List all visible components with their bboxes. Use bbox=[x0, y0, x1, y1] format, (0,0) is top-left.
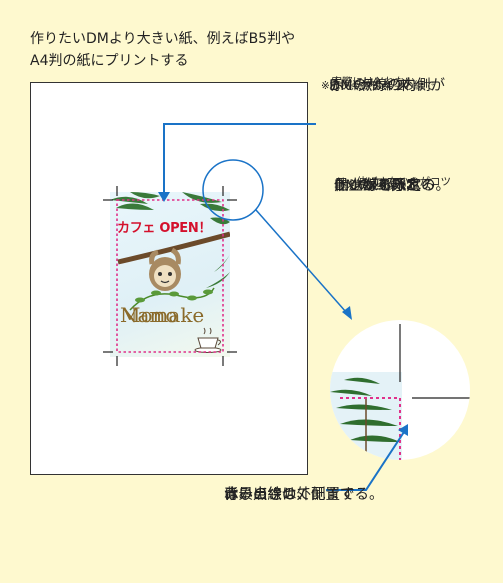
note-bleed-line-3: はみ出させて配置する。 bbox=[224, 487, 384, 503]
sloth-icon bbox=[149, 247, 181, 291]
logo-line-2: Mono bbox=[120, 303, 178, 327]
note-red-line-sub-1: ※赤い点線は架空の線で bbox=[321, 80, 435, 92]
zoom-circle-small bbox=[202, 159, 264, 221]
magnifier-connector-arrow bbox=[255, 209, 352, 320]
note-trim-line-4: 黒い線を入れる。 bbox=[334, 178, 450, 194]
title-line-2: A4判の紙にプリントする bbox=[30, 53, 189, 69]
note-trim-sub-2: 伸ばさないのがコツ bbox=[346, 176, 451, 188]
title-line-1: 作りたいDMより大きい紙、例えばB5判や bbox=[30, 31, 296, 47]
card-headline: カフェ OPEN！ bbox=[117, 221, 212, 236]
trim-marks bbox=[103, 186, 237, 366]
note-red-line-2: DMのサイズ bbox=[329, 78, 411, 94]
note-red-line-1: 赤い点線の内側が bbox=[329, 78, 445, 94]
magnifier-view bbox=[330, 320, 470, 460]
callout-arrow-bleed bbox=[326, 424, 408, 491]
vine-icon bbox=[129, 287, 215, 311]
note-trim-line-2: DMの四隅に bbox=[334, 178, 416, 194]
note-trim-sub-1: ※赤い点線まで bbox=[346, 180, 418, 192]
note-trim-line-1: 仕上がる予定の bbox=[334, 178, 436, 194]
note-bleed-line-2: 赤い点線の外側まで bbox=[224, 487, 355, 503]
dm-boundary-dotted-line bbox=[116, 199, 224, 353]
note-trim-line-3: トンボと呼ぶ bbox=[334, 178, 421, 194]
logo-line-1: Namake bbox=[120, 303, 205, 327]
dm-card-artwork: カフェ OPEN！ Namake Mono bbox=[110, 192, 230, 357]
note-bleed-line-1: 背景の絵は、 bbox=[224, 487, 311, 503]
note-red-line-sub-2: 実際には入れない bbox=[321, 76, 416, 88]
callout-arrow-red-line bbox=[158, 123, 316, 202]
